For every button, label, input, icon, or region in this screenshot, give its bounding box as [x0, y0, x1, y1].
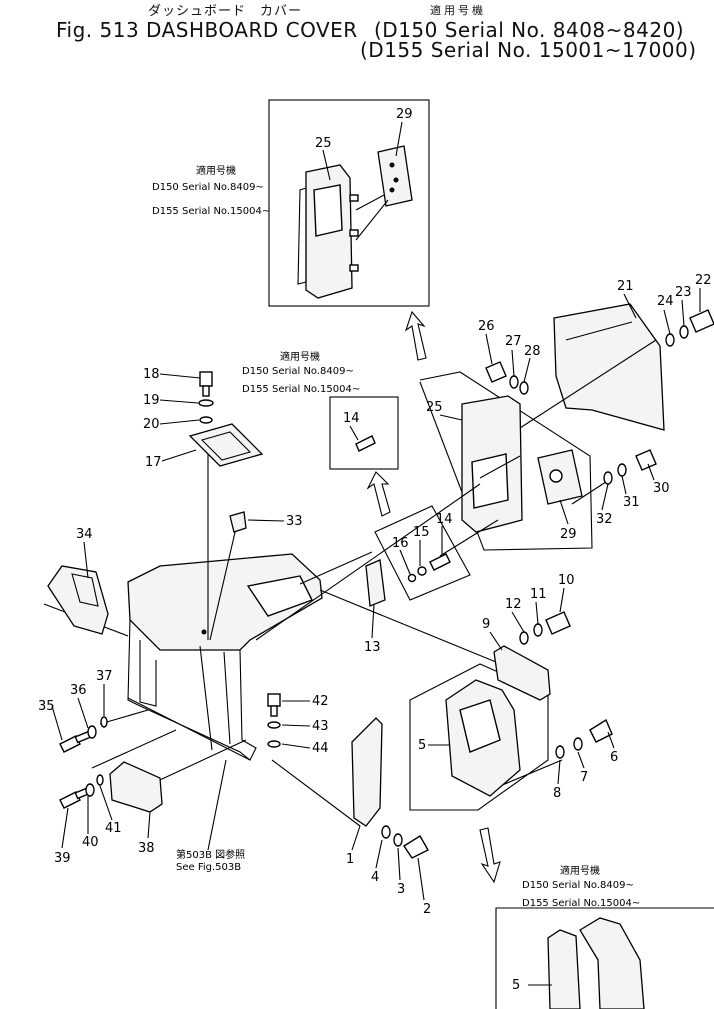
note-d155: D155 Serial No.15004~	[522, 898, 640, 909]
fasteners-10-12	[519, 611, 571, 645]
callout-33: 33	[286, 514, 303, 529]
leader-lines	[43, 339, 657, 827]
see-note-reference: See Fig.503B	[176, 862, 241, 873]
bracket-9	[493, 645, 551, 701]
note-middle-inset: 適用号機 D150 Serial No.8409~ D155 Serial No…	[242, 350, 360, 395]
callout-26: 26	[478, 319, 495, 334]
callout-23: 23	[675, 285, 692, 300]
inset-box-middle	[365, 505, 471, 607]
callout-10: 10	[558, 573, 575, 588]
note-d150: D150 Serial No.8409~	[152, 182, 264, 193]
callout-13: 13	[364, 640, 381, 655]
note-d150: D150 Serial No.8409~	[242, 366, 354, 377]
callout-9: 9	[482, 617, 490, 632]
callout-36: 36	[70, 683, 87, 698]
plate-17	[188, 423, 264, 467]
note-kana: 適用号機	[560, 864, 600, 877]
callout-11: 11	[530, 587, 547, 602]
fasteners-left	[59, 716, 108, 809]
callout-31: 31	[623, 495, 640, 510]
figure-title: Fig. 513 DASHBOARD COVER	[56, 18, 358, 42]
callout-27: 27	[505, 334, 522, 349]
callout-leaders	[51, 121, 701, 986]
callout-39: 39	[54, 851, 71, 866]
bolt-14-small	[355, 435, 376, 452]
callout-40: 40	[82, 835, 99, 850]
callout-labels: 1 2 3 4 5 5 6 7 8 9 10 11 12 13 14 14 15…	[38, 107, 712, 993]
callout-17: 17	[145, 455, 162, 470]
callout-19: 19	[143, 393, 160, 408]
callout-8: 8	[553, 786, 561, 801]
note-kana: 適用号機	[280, 350, 320, 363]
callout-3: 3	[397, 882, 405, 897]
callout-6: 6	[610, 750, 618, 765]
direction-arrows	[366, 310, 501, 884]
note-bottom-inset: 適用号機 D150 Serial No.8409~ D155 Serial No…	[522, 864, 640, 909]
serial-range-d155: (D155 Serial No. 15001~17000)	[360, 38, 697, 62]
callout-37: 37	[96, 669, 113, 684]
callout-38: 38	[138, 841, 155, 856]
callout-34: 34	[76, 527, 93, 542]
callout-21: 21	[617, 279, 634, 294]
callout-15: 15	[413, 525, 430, 540]
callout-24: 24	[657, 294, 674, 309]
callout-12: 12	[505, 597, 522, 612]
callout-4: 4	[371, 870, 379, 885]
fasteners-42-44	[267, 693, 281, 748]
callout-2: 2	[423, 902, 431, 917]
inset-box-bottom	[495, 907, 714, 1009]
callout-29: 29	[560, 527, 577, 542]
callout-7: 7	[580, 770, 588, 785]
fasteners-2-4	[381, 825, 429, 859]
note-top-inset: 適用号機 D150 Serial No.8409~ D155 Serial No…	[152, 164, 270, 217]
plug-33	[229, 511, 247, 533]
callout-42: 42	[312, 694, 329, 709]
callout-41: 41	[105, 821, 122, 836]
note-kana: 適用号機	[196, 164, 236, 177]
kana-applicable: 適用号機	[430, 4, 486, 17]
serial-range-d150: (D150 Serial No. 8408~8420)	[374, 18, 685, 42]
fasteners-18-20	[198, 371, 214, 424]
fasteners-26-28	[485, 361, 529, 395]
note-d150: D150 Serial No.8409~	[522, 880, 634, 891]
plate-21	[553, 303, 665, 431]
callout-5-inset: 5	[512, 978, 520, 993]
callout-28: 28	[524, 344, 541, 359]
see-note-kana: 第503B 図参照	[176, 848, 245, 861]
dashboard-body	[127, 553, 323, 761]
callout-29-top: 29	[396, 107, 413, 122]
callout-22: 22	[695, 273, 712, 288]
callout-30: 30	[653, 481, 670, 496]
inset-box-top	[268, 99, 430, 307]
callout-25: 25	[426, 400, 443, 415]
inset-box-5	[409, 663, 549, 811]
callout-5: 5	[418, 738, 426, 753]
callout-20: 20	[143, 417, 160, 432]
callout-35: 35	[38, 699, 55, 714]
callout-25-top: 25	[315, 136, 332, 151]
callout-14: 14	[436, 512, 453, 527]
cover-38	[109, 761, 163, 813]
bracket-1	[351, 717, 383, 827]
callout-44: 44	[312, 741, 329, 756]
callout-18: 18	[143, 367, 160, 382]
bracket-34	[47, 565, 109, 635]
note-d155: D155 Serial No.15004~	[152, 206, 270, 217]
fasteners-22-24	[665, 309, 714, 347]
kana-title: ダッシュボード カバー	[148, 4, 303, 19]
note-d155: D155 Serial No.15004~	[242, 384, 360, 395]
fasteners-30-32	[603, 449, 657, 485]
callout-32: 32	[596, 512, 613, 527]
fasteners-6-8	[555, 718, 613, 759]
callout-1: 1	[346, 852, 354, 867]
see-figure-note: 第503B 図参照 See Fig.503B	[176, 759, 245, 873]
callout-43: 43	[312, 719, 329, 734]
inset-box-small	[329, 396, 399, 470]
callout-14-small: 14	[343, 411, 360, 426]
callout-16: 16	[392, 536, 409, 551]
